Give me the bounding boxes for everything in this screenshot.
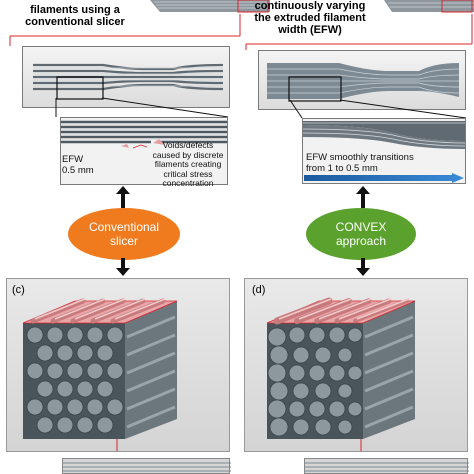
right-efw-label: EFW smoothly transitions from 1 to 0.5 m…: [306, 152, 414, 174]
right-top-connector: [245, 14, 473, 50]
left-double-arrow-bottom: [116, 258, 130, 276]
voids-line-4: critical stress: [163, 168, 213, 179]
left-efw-line-1: EFW: [62, 154, 84, 165]
left-voids-annotation: Voids/defects caused by discrete filamen…: [148, 140, 228, 189]
left-bottom-strip: [62, 458, 231, 474]
voids-line-3: filaments creating: [154, 159, 222, 169]
right-blue-arrow: [304, 173, 464, 183]
left-caption: filaments using a conventional slicer: [0, 4, 150, 28]
left-efw-line-2: 0.5 mm: [62, 165, 94, 176]
right-cube-panel: [244, 278, 468, 452]
left-oval-line-1: Conventional: [88, 220, 160, 234]
left-top-slab-image: [140, 0, 270, 14]
right-caption-line-1: continuously varying: [254, 0, 366, 12]
left-oval-line-2: slicer: [109, 234, 138, 248]
right-bottom-strip: [304, 458, 469, 474]
right-caption: continuously varying the extruded filame…: [250, 0, 370, 36]
right-panel-label: (d): [252, 284, 266, 296]
left-oval-conventional-slicer: Conventional slicer: [68, 208, 180, 260]
voids-line-1: Voids/defects: [162, 140, 214, 150]
left-cube-panel: [6, 278, 230, 452]
left-efw-label: EFW 0.5 mm: [62, 154, 94, 176]
left-caption-line-2: conventional slicer: [25, 16, 125, 28]
left-zoom-panel: [60, 117, 228, 185]
right-double-arrow-bottom: [356, 258, 370, 276]
left-zoom-connector: [55, 97, 229, 118]
right-oval-convex-approach: CONVEX approach: [306, 208, 416, 260]
right-double-arrow-top: [356, 186, 370, 208]
right-efw-line-1: EFW smoothly transitions: [306, 152, 414, 163]
right-oval-line-1: CONVEX: [335, 220, 387, 234]
left-caption-line-1: filaments using a: [30, 4, 120, 16]
right-oval-line-2: approach: [335, 234, 387, 248]
right-efw-line-2: from 1 to 0.5 mm: [306, 163, 378, 174]
right-caption-line-2: the extruded filament: [254, 12, 366, 24]
left-panel-label: (c): [12, 284, 25, 296]
voids-line-2: caused by discrete: [152, 149, 224, 160]
left-dogbone-panel: [22, 46, 230, 108]
right-zoom-panel: [302, 118, 466, 184]
left-double-arrow-top: [116, 186, 130, 208]
voids-line-5: concentration: [162, 178, 214, 188]
right-top-slab-image: [378, 0, 474, 14]
right-dogbone-panel: [258, 50, 466, 110]
left-top-connector: [9, 14, 241, 46]
right-zoom-connector: [289, 99, 467, 119]
right-caption-line-3: width (EFW): [278, 24, 342, 36]
